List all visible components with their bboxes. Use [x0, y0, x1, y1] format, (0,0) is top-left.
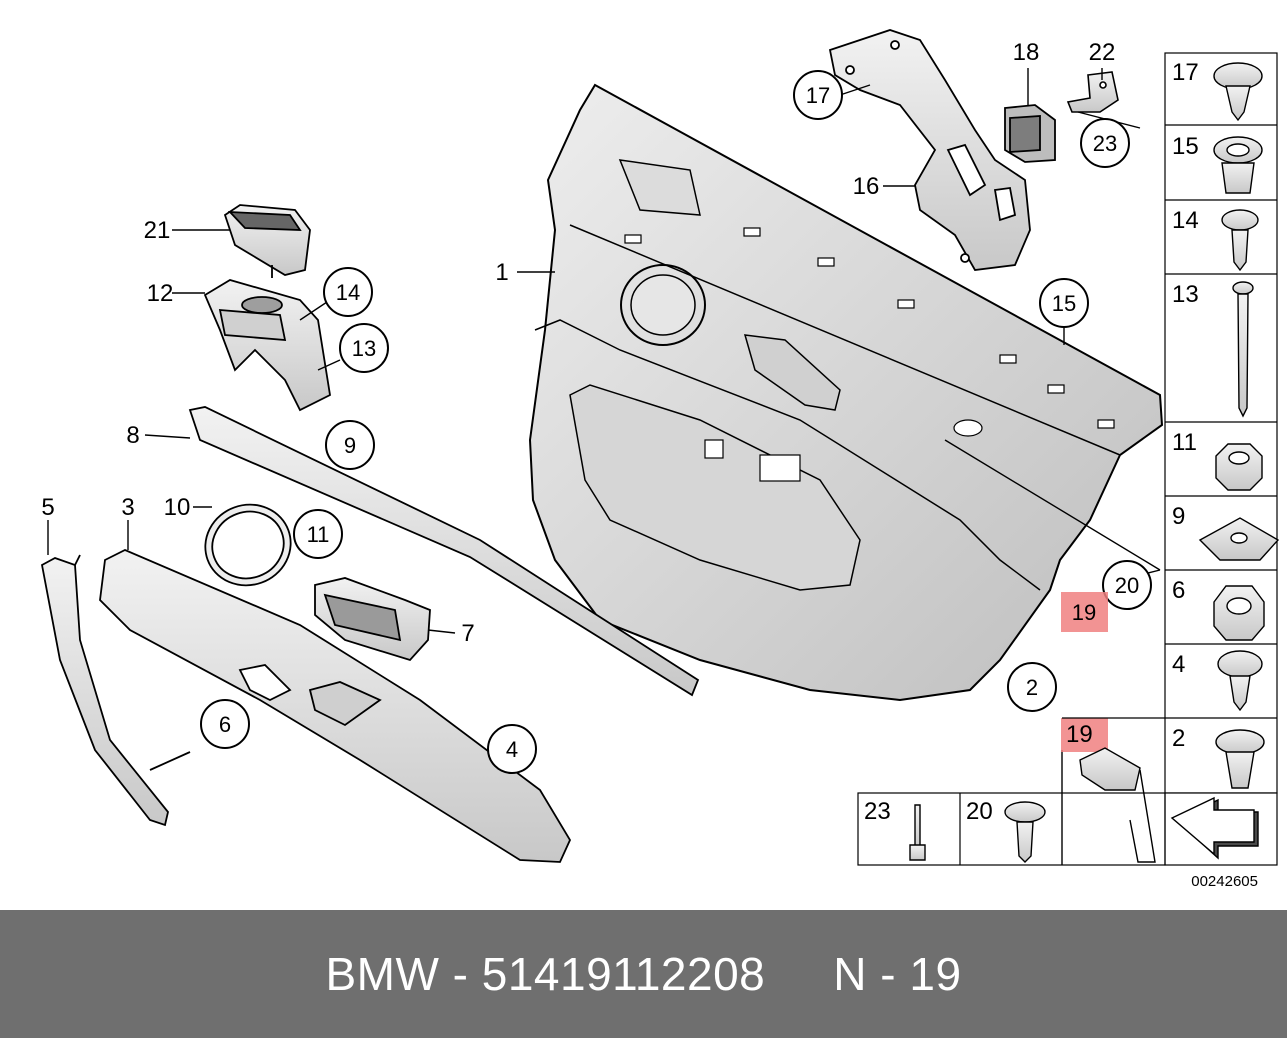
nut-11-icon: [1215, 443, 1263, 491]
callout-circle-14: [323, 267, 373, 317]
callout-circle-13: [339, 323, 389, 373]
callout-circle-6: [200, 699, 250, 749]
callout-6: 6: [219, 712, 231, 737]
nut-6-icon: [1213, 585, 1265, 641]
footer-part-number: 51419112208: [481, 948, 766, 1000]
rivet-23-icon: [909, 804, 926, 861]
footer-dash: -: [452, 948, 469, 1000]
diagram-code: 00242605: [1191, 873, 1258, 890]
callout-9: 9: [344, 433, 356, 458]
callout-23: 23: [1093, 131, 1117, 156]
footer-dash-2: -: [880, 948, 897, 1000]
callout-11: 11: [307, 522, 330, 547]
side-parts-panel: [1164, 52, 1278, 794]
side-label-11: 11: [1172, 429, 1197, 456]
clip-block-part: [1004, 104, 1056, 163]
bottom-label-20: 20: [966, 798, 993, 825]
callout-15: 15: [1052, 291, 1076, 316]
footer-position-label: N: [833, 948, 867, 1000]
screw-4-icon: [1217, 650, 1263, 712]
label-3: 3: [121, 494, 134, 521]
trim-strip-part: [188, 406, 700, 697]
leader-lines: [47, 68, 1161, 865]
side-label-17: 17: [1172, 59, 1199, 86]
side-label-13: 13: [1172, 281, 1199, 308]
parts-diagram: 17 23 15 14 13 9 11 6 4 2 20 19 1 16 18 …: [40, 29, 1280, 890]
label-8: 8: [126, 422, 139, 449]
callout-14: 14: [336, 280, 360, 305]
speed-nut-9-icon: [1198, 517, 1280, 561]
clip-15-icon: [1213, 136, 1263, 194]
label-22: 22: [1089, 39, 1116, 66]
speaker-ring-part: [204, 503, 292, 587]
callout-circle-17: [793, 70, 843, 120]
direction-arrow-icon: [1164, 792, 1278, 866]
bottom-parts-panel: [857, 717, 1166, 866]
callout-17: 17: [806, 83, 830, 108]
label-16: 16: [853, 173, 880, 200]
label-7: 7: [461, 620, 474, 647]
door-handle-part: [314, 577, 431, 662]
highlight-19-main: [1061, 592, 1108, 632]
label-1: 1: [495, 259, 508, 286]
callout-20: 20: [1115, 573, 1139, 598]
callout-19: 19: [1072, 600, 1096, 625]
callout-circle-9: [325, 420, 375, 470]
label-12: 12: [147, 280, 174, 307]
label-21: 21: [144, 217, 171, 244]
bottom-label-23: 23: [864, 798, 891, 825]
footer-brand: BMW: [325, 948, 440, 1000]
callout-4: 4: [506, 737, 518, 762]
armrest-part: [99, 549, 572, 863]
callout-2: 2: [1026, 675, 1038, 700]
label-18: 18: [1013, 39, 1040, 66]
bracket-clip-part: [1066, 71, 1119, 113]
callout-circle-15: [1039, 278, 1089, 328]
callout-13: 13: [352, 336, 376, 361]
screw-20-icon: [1004, 801, 1046, 863]
label-10: 10: [164, 494, 191, 521]
bolt-13-icon: [1232, 281, 1254, 418]
bottom-label-19: 19: [1066, 721, 1093, 748]
screw-14-icon: [1221, 209, 1259, 272]
side-label-2: 2: [1172, 725, 1185, 752]
highlight-19-box: [1061, 718, 1108, 752]
clip-19-icon: [1079, 747, 1156, 863]
side-label-14: 14: [1172, 207, 1199, 234]
label-5: 5: [41, 494, 54, 521]
side-label-4: 4: [1172, 651, 1185, 678]
callout-circle-2: [1007, 662, 1057, 712]
footer-bar: BMW - 51419112208 N - 19: [0, 910, 1287, 1038]
footer-position-number: 19: [909, 948, 962, 1000]
side-label-15: 15: [1172, 133, 1199, 160]
door-panel-part: [528, 83, 1164, 702]
side-label-6: 6: [1172, 577, 1185, 604]
pillar-trim-part: [40, 554, 191, 827]
switch-part: [223, 204, 311, 278]
callout-circle-4: [487, 724, 537, 774]
callout-circle-23: [1080, 118, 1130, 168]
side-label-9: 9: [1172, 503, 1185, 530]
callout-circle-11: [293, 509, 343, 559]
switch-housing-part: [203, 279, 331, 412]
callout-circle-20: [1102, 560, 1152, 610]
clip-2-icon: [1215, 729, 1265, 789]
screw-17-icon: [1213, 62, 1263, 122]
window-bracket-part: [828, 29, 1031, 271]
